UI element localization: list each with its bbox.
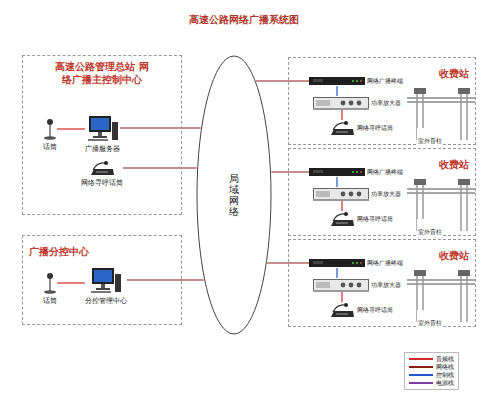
connector xyxy=(341,110,342,120)
legend-row: 网络线 xyxy=(409,363,454,371)
group-heading: 收费站 xyxy=(439,158,469,171)
device-label: 网络广播终端 xyxy=(367,259,403,268)
device-label: 网络寻呼话筒 xyxy=(357,124,393,133)
device-node: 功率放大器 xyxy=(313,96,401,110)
device-label: 广播服务器 xyxy=(85,144,120,154)
legend: 音频线网络线控制线电源线 xyxy=(404,352,459,390)
legend-text: 电源线 xyxy=(436,379,454,388)
connector xyxy=(57,282,85,283)
connector xyxy=(341,292,342,302)
microphone-icon xyxy=(43,118,57,140)
device-node: 网络广播终端 xyxy=(309,76,403,86)
network-terminal-icon xyxy=(309,167,365,177)
connector xyxy=(256,80,309,81)
device-label: 功率放大器 xyxy=(371,99,401,108)
device-label: 话筒 xyxy=(43,142,57,152)
connector xyxy=(336,268,337,278)
connector xyxy=(123,167,197,168)
group-box: 室外音柱 收费站网络广播终端功率放大器网络寻呼话筒 xyxy=(288,57,476,145)
speaker-label: 室外音柱 xyxy=(418,319,442,326)
device-label: 网络寻呼话筒 xyxy=(357,306,393,315)
legend-text: 控制线 xyxy=(436,371,454,380)
amplifier-icon xyxy=(313,187,369,201)
amplifier-icon xyxy=(313,278,369,292)
device-label: 话筒 xyxy=(43,296,57,306)
device-node: 网络广播终端 xyxy=(309,258,403,268)
network-terminal-icon xyxy=(309,258,365,268)
group-heading: 收费站 xyxy=(439,249,469,262)
legend-swatch xyxy=(409,358,433,360)
computer-icon xyxy=(87,114,119,142)
legend-text: 网络线 xyxy=(436,363,454,372)
connector xyxy=(127,279,204,280)
legend-swatch xyxy=(409,366,433,368)
device-node: 功率放大器 xyxy=(313,187,401,201)
device-node: 网络寻呼话筒 xyxy=(329,211,393,227)
connector xyxy=(341,201,342,211)
paging-mic-icon xyxy=(329,302,355,318)
device-node: 话筒 xyxy=(43,118,57,152)
device-node: 分控管理中心 xyxy=(85,266,127,306)
device-node: 广播服务器 xyxy=(85,114,120,154)
speaker-label-wrap: 室外音柱 xyxy=(417,219,443,238)
legend-swatch xyxy=(409,374,433,376)
legend-row: 电源线 xyxy=(409,379,454,387)
device-label: 分控管理中心 xyxy=(85,296,127,306)
device-node: 网络寻呼话筒 xyxy=(329,120,393,136)
device-label: 网络广播终端 xyxy=(367,168,403,177)
group-box: 广播分控中心话筒 分控管理中心 xyxy=(22,235,182,325)
amplifier-icon xyxy=(313,96,369,110)
group-heading: 高速公路管理总站 网络广播主控制中心 xyxy=(54,60,150,86)
group-box: 室外音柱 收费站网络广播终端功率放大器网络寻呼话筒 xyxy=(288,239,476,327)
computer-icon xyxy=(90,266,122,294)
legend-row: 控制线 xyxy=(409,371,454,379)
legend-row: 音频线 xyxy=(409,355,454,363)
paging-mic-icon xyxy=(89,160,115,176)
device-node: 网络寻呼话筒 xyxy=(329,302,393,318)
legend-text: 音频线 xyxy=(436,355,454,364)
device-label: 网络寻呼话筒 xyxy=(357,215,393,224)
speaker-label: 室外音柱 xyxy=(418,137,442,144)
network-ellipse: 局域网络 xyxy=(196,55,272,335)
device-label: 网络广播终端 xyxy=(367,77,403,86)
speaker-label-wrap: 室外音柱 xyxy=(417,310,443,329)
device-label: 功率放大器 xyxy=(371,281,401,290)
paging-mic-icon xyxy=(329,120,355,136)
device-node: 话筒 xyxy=(43,272,57,306)
connector xyxy=(336,177,337,187)
speaker-label: 室外音柱 xyxy=(418,228,442,235)
connector xyxy=(120,127,201,128)
device-node: 功率放大器 xyxy=(313,278,401,292)
group-heading: 收费站 xyxy=(439,67,469,80)
device-node: 网络广播终端 xyxy=(309,167,403,177)
group-heading: 广播分控中心 xyxy=(29,245,89,258)
paging-mic-icon xyxy=(329,211,355,227)
device-label: 网络寻呼话筒 xyxy=(81,178,123,188)
microphone-icon xyxy=(43,272,57,294)
group-box: 室外音柱 收费站网络广播终端功率放大器网络寻呼话筒 xyxy=(288,148,476,236)
title-wrap: 高速公路网络广播系统图 xyxy=(0,8,488,27)
network-label: 局域网络 xyxy=(229,173,239,217)
diagram-title: 高速公路网络广播系统图 xyxy=(189,14,299,25)
group-box: 高速公路管理总站 网络广播主控制中心话筒 广播服务器网络寻呼话筒 xyxy=(22,55,182,215)
device-label: 功率放大器 xyxy=(371,190,401,199)
connector xyxy=(57,128,85,129)
device-node: 网络寻呼话筒 xyxy=(81,160,123,188)
network-terminal-icon xyxy=(309,76,365,86)
speaker-label-wrap: 室外音柱 xyxy=(417,128,443,147)
legend-swatch xyxy=(409,382,433,384)
connector xyxy=(271,171,309,172)
connector xyxy=(336,86,337,96)
